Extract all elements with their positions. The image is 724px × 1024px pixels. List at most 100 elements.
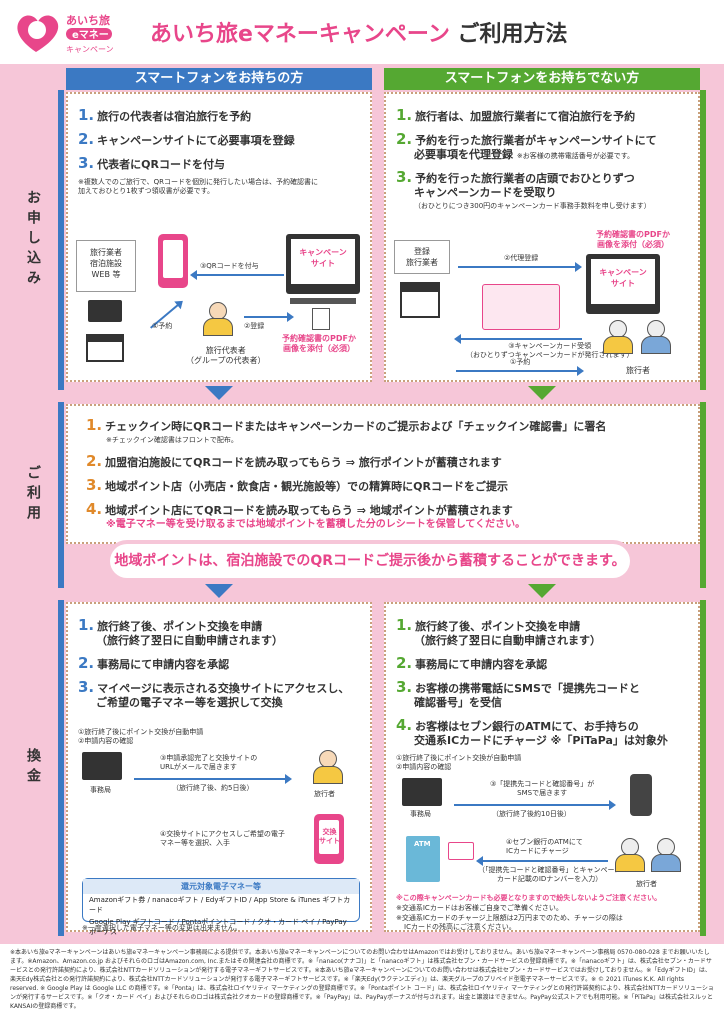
- ex-left-step-2: 2.事務局にて申請内容を承認: [78, 654, 230, 672]
- ex-left-step-1b: （旅行終了翌日に自動申請されます）: [96, 634, 283, 647]
- office-label-right: 事務局: [410, 810, 431, 818]
- lodging-box: 旅行業者 宿泊施設 WEB 等: [76, 240, 136, 292]
- down-arrow-left: [205, 386, 233, 400]
- office-desk-icon-right: [402, 778, 442, 806]
- footer-legal: ※本あいち旅eマネーキャンペーンはあいち旅eマネーキャンペーン事務局による提供で…: [0, 944, 724, 1024]
- ex-left-step-3: 3.マイページに表示される交換サイトにアクセスし、: [78, 678, 350, 696]
- header: あいち旅 eマネー キャンペーン あいち旅eマネーキャンペーン ご利用方法: [0, 0, 724, 64]
- ex-right-step-4b: 交通系ICカードにチャージ ※「PiTaPa」は対象外: [414, 734, 668, 747]
- ex-right-flow1: ①旅行終了後にポイント交換が自動申請 ②申請内容の確認: [396, 754, 522, 771]
- traveler-label-left: 旅行者: [314, 790, 335, 798]
- left-flow-bar-3: [58, 600, 64, 936]
- laptop-icon: [88, 300, 122, 322]
- qr-arrow: [190, 270, 284, 280]
- campaign-site-monitor-right: キャンペーン サイト: [586, 254, 660, 314]
- section-label-exchange: 換金: [25, 748, 41, 788]
- title-sub: ご利用方法: [457, 22, 568, 47]
- ic-card-icon: [448, 842, 474, 860]
- apply-right-step-3: 3.予約を行った旅行業者の店頭でおひとりずつ: [396, 168, 635, 186]
- ex-left-flow1: ①旅行終了後にポイント交換が自動申請 ②申請内容の確認: [78, 728, 204, 745]
- emoney-line-2: Google Play ギフトコード / Pontaポイントコード / クオ・カ…: [89, 918, 347, 936]
- rep-label: 旅行代表者 （グループの代表者）: [186, 346, 266, 365]
- traveler-label-right: 旅行者: [636, 880, 657, 888]
- traveler-icon-2: [638, 320, 674, 354]
- right-flow-bar-3: [700, 600, 706, 936]
- apply-left-step-1: 1.旅行の代表者は宿泊旅行を予約: [78, 106, 252, 124]
- use-step-1: 1.チェックイン時にQRコードまたはキャンペーンカードのご提示および「チェックイ…: [86, 416, 607, 434]
- emoney-list: 還元対象電子マネー等 Amazonギフト券 / nanacoギフト / Edyギ…: [82, 878, 360, 936]
- pdf-note-right: 予約確認書のPDFか 画像を添付（必須）: [596, 230, 670, 249]
- apply-right-step-1: 1.旅行者は、加盟旅行業者にて宿泊旅行を予約: [396, 106, 636, 124]
- left-flow-bar-2: [58, 402, 64, 588]
- ex-right-flow4b: （「提携先コードと確認番号」とキャンペーン カード記載のIDナンバーを入力）: [478, 866, 622, 883]
- logo-text-2: eマネー: [72, 29, 109, 41]
- rep-person-icon: [200, 302, 236, 336]
- reserve-label-right: ①予約: [510, 358, 531, 366]
- column-header-no-smartphone: スマートフォンをお持ちでない方: [384, 68, 700, 90]
- office-desk-icon: [82, 752, 122, 780]
- card-label: ③キャンペーンカード受領 （おひとりずつキャンペーンカードが発行されます）: [466, 342, 634, 359]
- agent-shop-icon: [400, 282, 440, 318]
- ex-right-days: （旅行終了後約10日後）: [492, 810, 571, 818]
- ex-right-flow3: ③「提携先コードと確認番号」が SMSで届きます: [490, 780, 595, 797]
- card-warning: ※この際キャンペーンカードも必要となりますので紛失しないようご注意ください。: [396, 894, 662, 902]
- ic-note-3: ICカードの残高にご注意ください。: [404, 923, 516, 931]
- traveler-icon-right-1: [612, 838, 648, 872]
- use-step-4: 4.地域ポイント店にてQRコードを読み取ってもらう ⇒ 地域ポイントが蓄積されま…: [86, 500, 513, 518]
- right-flow-bar: [700, 90, 706, 390]
- shop-icon: [86, 334, 124, 362]
- ic-note-1: ※交通系ICカードはお客様ご自身でご準備ください。: [396, 904, 563, 912]
- atm-label: ATM: [414, 840, 431, 848]
- card-arrow: [454, 334, 582, 344]
- office-label-left: 事務局: [90, 786, 111, 794]
- section-label-apply: お申し込み: [25, 190, 41, 290]
- proxy-arrow: [458, 262, 582, 272]
- mobile-phone-icon: [630, 774, 652, 816]
- apply-right-panel: 1.旅行者は、加盟旅行業者にて宿泊旅行を予約 2.予約を行った旅行業者がキャンペ…: [384, 92, 700, 382]
- apply-left-step-3: 3.代表者にQRコードを付与: [78, 154, 225, 172]
- ex-right-step-1: 1.旅行終了後、ポイント交換を申請: [396, 616, 581, 634]
- register-label: ②登録: [244, 322, 265, 330]
- agent-box: 登録 旅行業者: [394, 240, 450, 274]
- reserve-arrow-right: [456, 370, 582, 372]
- ex-right-step-4: 4.お客様はセブン銀行のATMにて、お手持ちの: [396, 716, 639, 734]
- keyboard: [290, 298, 356, 304]
- exchange-site-label: 交換 サイト: [319, 828, 340, 845]
- exchange-site-phone: [314, 814, 344, 864]
- proxy-label: ②代理登録: [504, 254, 539, 262]
- exchange-right-panel: 1.旅行終了後、ポイント交換を申請 （旅行終了翌日に自動申請されます） 2.事務…: [384, 602, 700, 932]
- qr-label: ③QRコードを付与: [200, 262, 259, 270]
- ex-left-step-3b: ご希望の電子マネー等を選択して交換: [96, 696, 283, 709]
- apply-right-step-3-note: （おひとりにつき300円のキャンペーンカード事務手数料を申し受けます）: [414, 202, 651, 210]
- ex-right-step-2: 2.事務局にて申請内容を承認: [396, 654, 548, 672]
- ex-right-step-3: 3.お客様の携帯電話にSMSで「提携先コードと: [396, 678, 640, 696]
- exchange-left-panel: 1.旅行終了後、ポイント交換を申請 （旅行終了翌日に自動申請されます） 2.事務…: [66, 602, 372, 936]
- right-flow-bar-2: [700, 402, 706, 588]
- emoney-title: 還元対象電子マネー等: [83, 879, 359, 894]
- use-step-4-note: ※電子マネー等を受け取るまでは地域ポイントを蓄積した分のレシートを保管してくださ…: [106, 519, 526, 530]
- down-arrow-right: [528, 386, 556, 400]
- apply-right-step-3b: キャンペーンカードを受取り: [414, 186, 557, 199]
- apply-left-panel: 1.旅行の代表者は宿泊旅行を予約 2.キャンペーンサイトにて必要事項を登録 3.…: [66, 92, 372, 382]
- site-label-right: キャンペーン サイト: [591, 259, 655, 304]
- traveler-icon-left: [310, 750, 346, 784]
- down-arrow-left-2: [205, 584, 233, 598]
- campaign-card-icon: [482, 284, 560, 330]
- column-header-smartphone: スマートフォンをお持ちの方: [66, 68, 372, 90]
- ex-left-days: （旅行終了後、約5日後）: [172, 784, 254, 792]
- page-title: あいち旅eマネーキャンペーン ご利用方法: [150, 16, 568, 48]
- charge-arrow: [476, 856, 608, 866]
- logo-text-3: キャンペーン: [66, 45, 114, 54]
- apply-left-step-2: 2.キャンペーンサイトにて必要事項を登録: [78, 130, 295, 148]
- ex-left-flow4: ④交換サイトにアクセスしご希望の電子 マネー等を選択、入手: [160, 830, 285, 847]
- traveler-label: 旅行者: [626, 366, 650, 375]
- apply-left-note: ※複数人でのご旅行で、QRコードを個別に発行したい場合は、予約確認書に 加えてお…: [78, 178, 318, 195]
- campaign-site-monitor: キャンペーン サイト: [286, 234, 360, 294]
- left-flow-bar: [58, 90, 64, 390]
- apply-right-step-2b: 必要事項を代理登録 ※お客様の携帯電話番号が必要です。: [414, 148, 635, 161]
- use-step-1-note: ※チェックイン確認書はフロントで配布。: [106, 436, 238, 444]
- apply-right-step-2: 2.予約を行った旅行業者がキャンペーンサイトにて: [396, 130, 657, 148]
- emoney-line-1: Amazonギフト券 / nanacoギフト / EdyギフトID / App …: [89, 896, 351, 914]
- atm-icon: [406, 836, 440, 882]
- traveler-icon-1: [600, 320, 636, 354]
